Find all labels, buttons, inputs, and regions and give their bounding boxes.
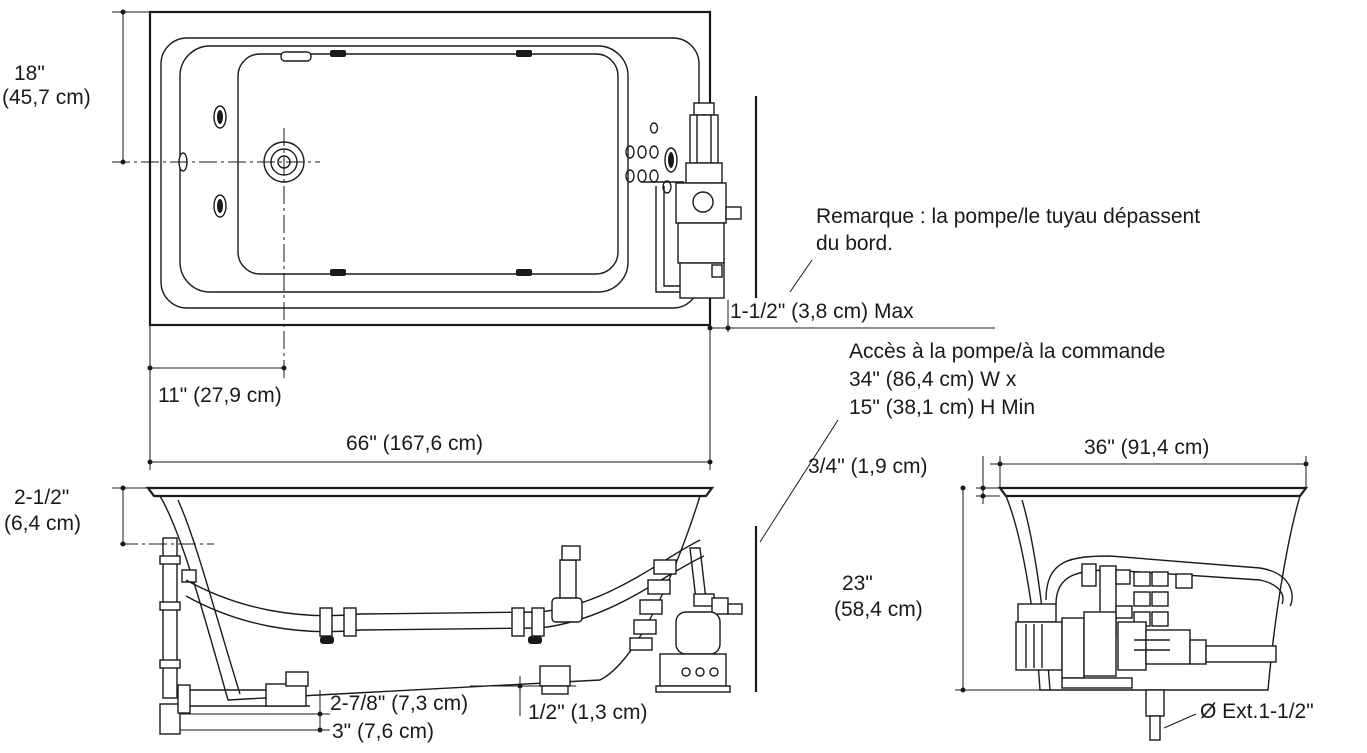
note-acces-line-3: 15" (38,1 cm) H Min bbox=[849, 396, 1036, 419]
headrest bbox=[280, 51, 312, 62]
dim-2-1-2-cm: (6,4 cm) bbox=[4, 512, 82, 535]
dim-2-7-8: 2-7/8" (7,3 cm) bbox=[330, 692, 469, 715]
side-elevation bbox=[112, 419, 839, 735]
dim-2-1-2-in: 2-1/2" bbox=[14, 486, 70, 509]
pipe-coupling bbox=[319, 607, 333, 637]
pump-side bbox=[655, 547, 743, 693]
waste-overflow bbox=[159, 537, 310, 735]
drain-diameter-label: Ø Ext.1-1/2" bbox=[1200, 700, 1314, 723]
tub-rim-side bbox=[145, 486, 715, 498]
note-acces-line-2: 34" (86,4 cm) W x bbox=[849, 368, 1017, 391]
dim-3: 3" (7,6 cm) bbox=[332, 720, 434, 743]
dim-66: 66" (167,6 cm) bbox=[346, 432, 484, 455]
dim-18-cm: (45,7 cm) bbox=[2, 86, 91, 109]
end-elevation bbox=[955, 456, 1309, 741]
dim-23-in: 23" bbox=[842, 572, 873, 595]
dim-1-2: 1/2" (1,3 cm) bbox=[528, 701, 648, 724]
note-remarque-line-2: du bord. bbox=[816, 232, 894, 255]
plan-view bbox=[112, 9, 995, 470]
dim-1-1-2-max: 1-1/2" (3,8 cm) Max bbox=[730, 300, 914, 323]
dim-11: 11" (27,9 cm) bbox=[158, 384, 282, 407]
wall-fittings bbox=[629, 559, 677, 651]
pump-end bbox=[1015, 603, 1277, 689]
note-acces-line-1: Accès à la pompe/à la commande bbox=[849, 340, 1166, 363]
note-remarque-line-1: Remarque : la pompe/le tuyau dépassent bbox=[816, 205, 1201, 228]
dim-18-in: 18" bbox=[14, 62, 45, 85]
tub-outer-rim bbox=[148, 10, 712, 327]
dim-3-4: 3/4" (1,9 cm) bbox=[808, 455, 928, 478]
tub-basin-floor bbox=[237, 53, 619, 275]
dim-36: 36" (91,4 cm) bbox=[1084, 436, 1210, 459]
pump-plan bbox=[642, 102, 742, 299]
tub-rim-end bbox=[997, 486, 1309, 498]
tub-body-side bbox=[159, 495, 701, 701]
dim-23-cm: (58,4 cm) bbox=[834, 598, 923, 621]
